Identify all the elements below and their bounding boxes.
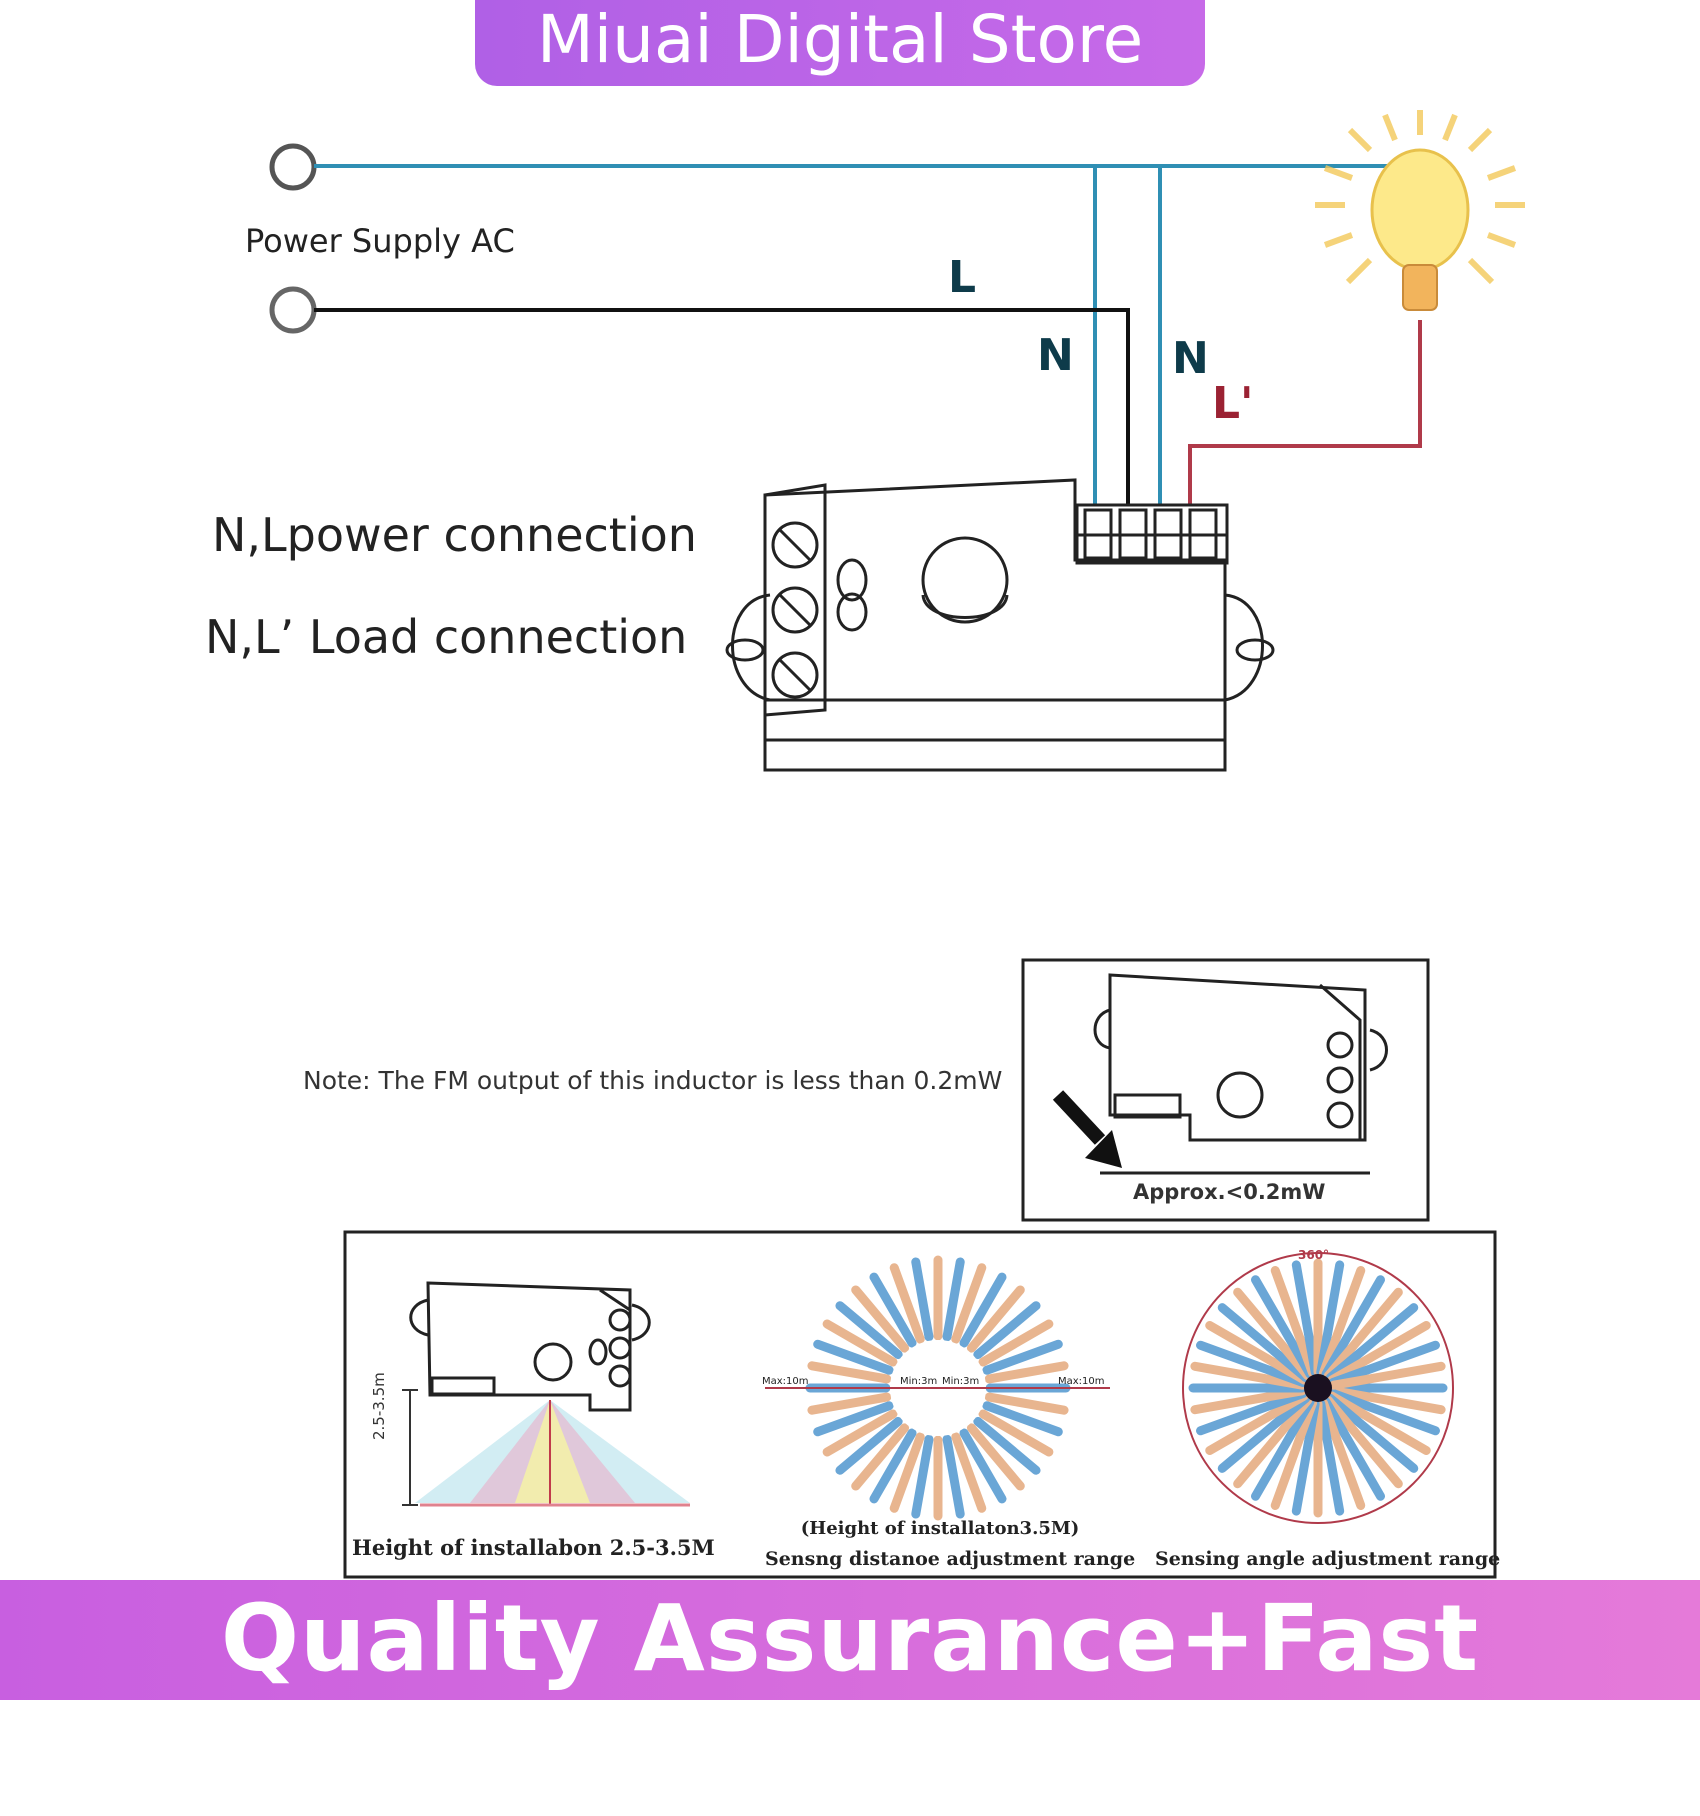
distance-subcaption: (Height of installaton3.5M) <box>800 1518 1080 1539</box>
rosette-ray <box>1196 1340 1308 1388</box>
rosette-ray <box>1328 1388 1440 1436</box>
terminal-live <box>269 286 317 334</box>
wire-lprime-label: L' <box>1212 378 1254 429</box>
rosette-ray <box>1329 1386 1446 1415</box>
live-wire <box>314 308 1130 505</box>
angle-top-label: 360° <box>1298 1248 1330 1262</box>
panel-height-device <box>409 1281 651 1412</box>
height-caption: Height of installabon 2.5-3.5M <box>352 1535 715 1560</box>
rosette-ray <box>869 1272 917 1348</box>
rosette-ray <box>835 1301 903 1360</box>
rosette-ray <box>1217 1303 1311 1383</box>
rosette-ray <box>1205 1391 1309 1455</box>
wire-n-label-2: N <box>1172 333 1209 384</box>
rosette-ray <box>1251 1397 1315 1501</box>
rosette-ray <box>959 1272 1007 1348</box>
rosette-ray <box>835 1416 903 1475</box>
rosette-ray <box>807 1392 892 1415</box>
sensor-device <box>725 478 1275 772</box>
rosette-ray <box>1321 1397 1385 1501</box>
rosette-ray <box>1316 1399 1345 1516</box>
rosette-ray <box>1327 1391 1431 1455</box>
panel-angle-rosette <box>1188 1258 1448 1518</box>
rosette-ray <box>813 1401 894 1437</box>
rosette-ray <box>973 1416 1041 1475</box>
store-banner: Miuai Digital Store <box>475 0 1205 86</box>
rosette-ray <box>966 1285 1025 1353</box>
rosette-ray <box>1318 1266 1366 1378</box>
rosette-ray <box>951 1432 987 1513</box>
wiring-diagram <box>269 110 1525 1579</box>
rosette-ray <box>851 1423 910 1491</box>
rosette-ray <box>951 1263 987 1344</box>
power-supply-label: Power Supply AC <box>245 222 515 260</box>
rosette-ray <box>813 1339 894 1375</box>
rosette-ray <box>1251 1275 1315 1379</box>
rosette-ray <box>1318 1398 1366 1510</box>
rosette-ray <box>1190 1361 1307 1390</box>
wire-n-label-1: N <box>1037 330 1074 381</box>
power-connection-label: N,Lpower connection <box>212 508 697 562</box>
rosette-ray <box>1327 1321 1431 1385</box>
rosette-ray <box>959 1428 1007 1504</box>
max-left-label: Max:10m <box>762 1376 809 1387</box>
angle-circle <box>1182 1252 1454 1524</box>
slogan-banner: Quality Assurance+Fast Shipping <box>0 1580 1700 1810</box>
rosette-ray <box>978 1409 1054 1457</box>
rosette-ray <box>1329 1361 1446 1390</box>
panel-distance-rosette <box>805 1255 1071 1521</box>
rosette-ray <box>911 1434 934 1519</box>
rosette-ray <box>982 1401 1063 1437</box>
min-left-label: Min:3m <box>900 1376 938 1387</box>
load-wire <box>1188 320 1422 505</box>
rosette-ray <box>1321 1275 1385 1379</box>
load-connection-label: N,L’ Load connection <box>205 610 688 664</box>
rosette-ray <box>1217 1393 1311 1473</box>
note-device <box>1093 973 1388 1175</box>
wire-l-label: L <box>948 252 977 303</box>
min-right-label: Min:3m <box>942 1376 980 1387</box>
rosette-ray <box>978 1319 1054 1367</box>
rosette-ray <box>1270 1398 1318 1510</box>
rosette-ray <box>942 1434 965 1519</box>
rosette-ray <box>1323 1287 1403 1381</box>
angle-caption: Sensing angle adjustment range <box>1155 1548 1501 1570</box>
distance-caption: Sensng distanoe adjustment range <box>765 1548 1136 1570</box>
power-approx-label: Approx.<0.2mW <box>1133 1180 1326 1204</box>
rosette-ray <box>1325 1303 1419 1383</box>
rosette-ray <box>1291 1260 1320 1377</box>
rosette-ray <box>984 1392 1069 1415</box>
note-arrow-icon <box>1052 1090 1122 1168</box>
rosette-ray <box>1291 1399 1320 1516</box>
rosette-ray <box>1233 1287 1313 1381</box>
rosette-ray <box>889 1263 925 1344</box>
rosette-ray <box>807 1361 892 1384</box>
rosette-ray <box>1316 1260 1345 1377</box>
rosette-ray <box>822 1409 898 1457</box>
rosette-ray <box>822 1319 898 1367</box>
rosette-ray <box>1205 1321 1309 1385</box>
max-right-label: Max:10m <box>1058 1376 1105 1387</box>
rosette-ray <box>851 1285 910 1353</box>
terminal-neutral <box>269 143 317 191</box>
rosette-ray <box>1190 1386 1307 1415</box>
rosette-ray <box>911 1257 934 1342</box>
rosette-ray <box>966 1423 1025 1491</box>
note-text: Note: The FM output of this inductor is … <box>303 1066 1003 1095</box>
rosette-ray <box>869 1428 917 1504</box>
rosette-ray <box>1270 1266 1318 1378</box>
rosette-ray <box>889 1432 925 1513</box>
rosette-ray <box>982 1339 1063 1375</box>
rosette-ray <box>1323 1395 1403 1489</box>
rosette-ray <box>984 1361 1069 1384</box>
rosette-ray <box>1233 1395 1313 1489</box>
rosette-ray <box>1325 1393 1419 1473</box>
light-bulb-icon <box>1315 110 1525 311</box>
panel-height-cone <box>402 1389 690 1507</box>
rosette-ray <box>1328 1340 1440 1388</box>
rosette-ray <box>973 1301 1041 1360</box>
rosette-ray <box>1196 1388 1308 1436</box>
height-axis-label: 2.5-3.5m <box>370 1372 388 1440</box>
rosette-ray <box>942 1257 965 1342</box>
